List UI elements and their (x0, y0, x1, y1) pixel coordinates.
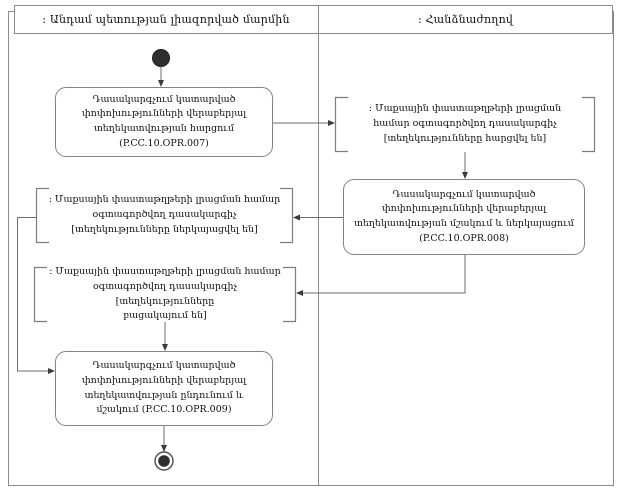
lane-header-commission: : Հանձնաժողով (417, 12, 514, 26)
edge-submitted-to-opr009 (17, 217, 51, 372)
object-node-brackets (33, 96, 596, 323)
final-node (154, 451, 174, 471)
flow-arrows (17, 66, 466, 448)
action-node-opr-007: Դասակարգչում կատարված փոփոխությունների վ… (55, 87, 273, 157)
action-node-opr-008: Դասակարգչում կատարված փոփոխությունների վ… (343, 179, 585, 255)
arrowheads (48, 80, 468, 452)
lane-header-band (14, 5, 613, 34)
object-node-info-missing: : Մաքսային փաստաթղթերի լրացման համար օգտ… (49, 266, 281, 322)
lane-header-member-state: : Անդամ պետության լիազորված մարմին (42, 12, 290, 26)
initial-node (152, 49, 170, 67)
object-node-info-submitted: : Մաքսային փաստաթղթերի լրացման համար օգտ… (48, 194, 281, 235)
edge-opr008-to-missing (300, 255, 466, 294)
action-node-opr-009: Դասակարգչում կատարված փոփոխությունների վ… (55, 351, 273, 426)
object-node-info-requested: : Մաքսային փաստաթղթերի լրացման համար օգտ… (368, 103, 562, 144)
